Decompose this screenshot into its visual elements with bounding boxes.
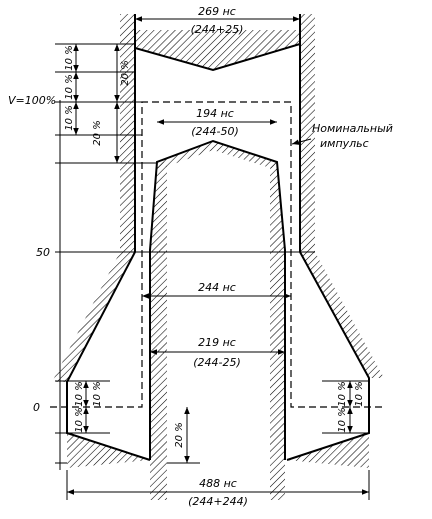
vertical-dimension-arrows <box>73 44 353 463</box>
right-bottom-hatch <box>287 433 369 468</box>
text-labels: 269 нс (244+25) 194 нс (244-50) 244 нс 2… <box>8 5 393 508</box>
top-width-label: 269 нс <box>198 5 236 18</box>
pct-10-right-upper-b: 10 % <box>354 381 365 406</box>
pct-20-top: 20 % <box>120 60 131 85</box>
pct-10-left-lower: 10 % <box>74 407 85 432</box>
pct-10-b: 10 % <box>64 74 75 99</box>
inner-width-formula: (244-50) <box>191 125 239 138</box>
pct-10-c: 10 % <box>64 105 75 130</box>
pct-10-left-upper: 10 % <box>74 381 85 406</box>
left-bottom-hatch <box>67 433 150 468</box>
top-hatch <box>135 30 300 70</box>
nominal-pulse-leader <box>291 138 312 145</box>
hatched-forbidden-zones <box>52 14 384 500</box>
right-flare-hatch <box>300 252 384 378</box>
mid-width-label: 219 нс <box>198 336 236 349</box>
dimension-lines <box>66 16 370 500</box>
top-width-formula: (244+25) <box>191 23 244 36</box>
inner-right-column-hatch <box>270 162 285 500</box>
left-flare-hatch <box>52 252 135 382</box>
pct-10-left-upper-b: 10 % <box>92 381 103 406</box>
mid-width-formula: (244-25) <box>193 356 241 369</box>
pct-20-bottom: 20 % <box>174 422 185 447</box>
inner-width-label: 194 нс <box>196 107 234 120</box>
pct-10-right-lower: 10 % <box>337 407 348 432</box>
bottom-width-formula: (244+244) <box>188 495 248 508</box>
nominal-pulse-label-line2: импульс <box>320 137 369 150</box>
inner-mask-boundary <box>149 139 286 460</box>
level-100-label: V=100% <box>8 94 56 107</box>
inner-left-column-hatch <box>150 162 167 500</box>
nominal-pulse-label-line1: Номинальный <box>312 122 393 135</box>
pct-10-a: 10 % <box>64 45 75 70</box>
outer-mask-boundary <box>66 14 370 461</box>
bottom-width-label: 488 нс <box>199 477 237 490</box>
right-upper-wall-hatch <box>300 14 315 252</box>
level-0-label: 0 <box>33 401 40 414</box>
pct-10-right-upper: 10 % <box>337 381 348 406</box>
pct-20-mid: 20 % <box>92 120 103 145</box>
left-upper-wall-hatch <box>120 14 135 252</box>
level-lines <box>55 43 369 470</box>
inner-roof-hatch <box>157 141 277 170</box>
level-50-label: 50 <box>36 246 50 259</box>
nominal-width-label: 244 нс <box>198 281 236 294</box>
